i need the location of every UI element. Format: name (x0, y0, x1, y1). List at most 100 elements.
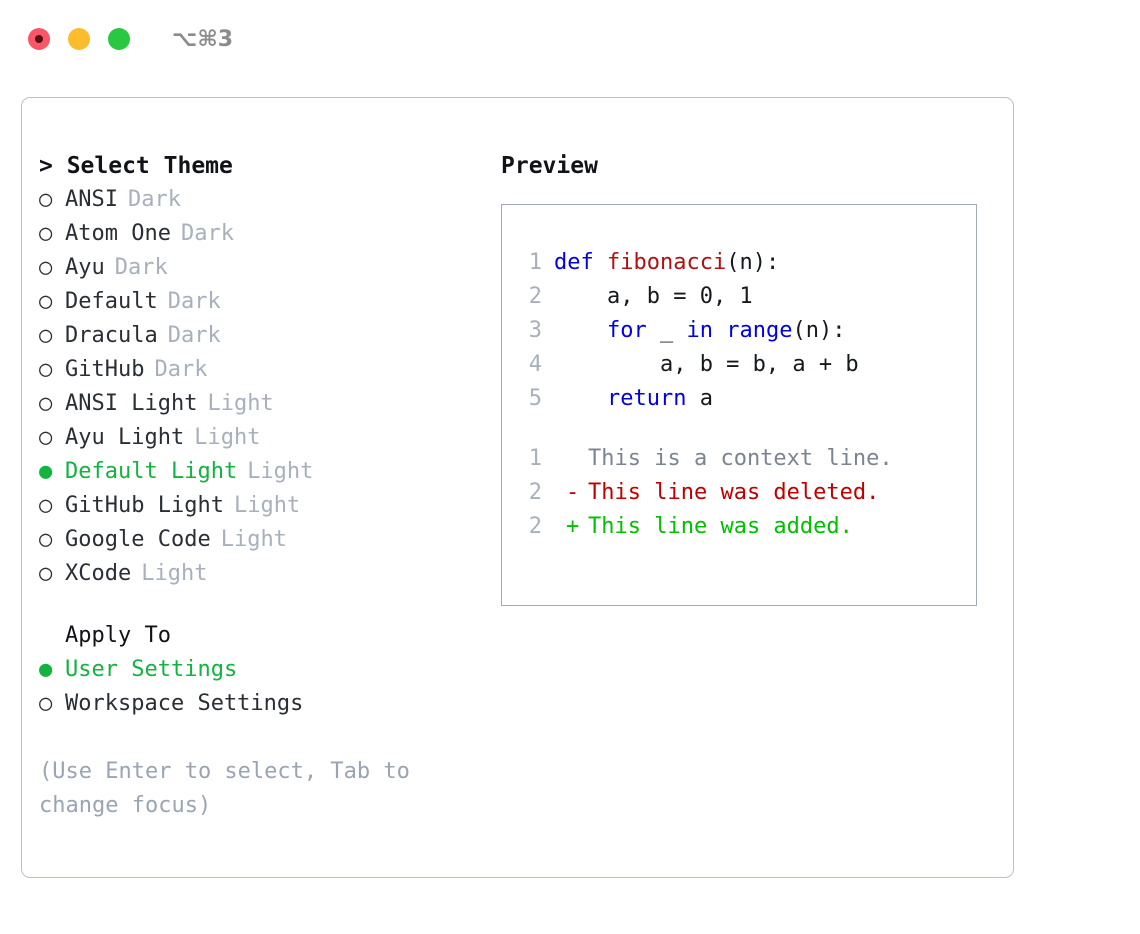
close-window-button[interactable] (28, 28, 50, 50)
code-token-plain: a, b = 0, 1 (554, 284, 753, 309)
code-line: 2 a, b = 0, 1 (514, 280, 970, 314)
diff-sign-marker (566, 442, 588, 476)
theme-option-label: ANSI (65, 187, 118, 212)
radio-selected-icon: ● (39, 459, 53, 484)
code-line-text: a, b = 0, 1 (554, 280, 753, 314)
radio-unselected-icon: ○ (39, 221, 53, 246)
radio-unselected-icon: ○ (39, 561, 53, 586)
theme-option-xcode[interactable]: ○ XCode Light (39, 557, 479, 591)
theme-option-mode-tag: Dark (167, 323, 221, 348)
theme-option-mode-tag: Light (233, 493, 301, 518)
code-line-number: 5 (528, 386, 542, 411)
code-token-plain (713, 318, 726, 343)
radio-unselected-icon: ○ (39, 357, 53, 382)
diff-line-text: This is a context line. (588, 446, 893, 471)
code-token-plain: (n): (726, 250, 780, 275)
radio-unselected-icon: ○ (39, 691, 53, 716)
theme-option-mode-tag: Light (207, 391, 274, 416)
diff-line-number: 2 (528, 514, 542, 539)
code-token-plain: (n): (792, 318, 846, 343)
theme-option-label: Atom One (65, 221, 171, 246)
theme-option-label: Ayu (65, 255, 105, 280)
diff-line-del: 2-This line was deleted. (514, 476, 970, 510)
apply-to-option-label: User Settings (65, 657, 238, 682)
theme-option-label: Default (65, 289, 158, 314)
record-dot-icon (35, 35, 43, 43)
theme-option-label: GitHub (65, 357, 145, 382)
code-token-fn: fibonacci (606, 250, 727, 275)
theme-option-label: XCode (65, 561, 132, 586)
theme-option-label: Default Light (65, 459, 238, 484)
code-line-text: def fibonacci(n): (554, 246, 779, 280)
apply-to-option-workspace-settings[interactable]: ○Workspace Settings (39, 687, 479, 721)
radio-unselected-icon: ○ (39, 187, 53, 212)
diff-line-text: This line was deleted. (588, 480, 880, 505)
diff-sign-marker: + (566, 514, 580, 539)
diff-line-text: This line was added. (588, 514, 853, 539)
code-token-kw: in (686, 318, 713, 343)
code-line-number: 1 (528, 250, 542, 275)
code-token-plain: a (686, 386, 713, 411)
theme-option-label: ANSI Light (65, 391, 198, 416)
theme-option-label: GitHub Light (65, 493, 224, 518)
radio-unselected-icon: ○ (39, 391, 53, 416)
theme-option-mode-tag: Light (194, 425, 261, 450)
preview-heading: Preview (501, 153, 598, 179)
theme-option-mode-tag: Light (220, 527, 287, 552)
minimize-window-button[interactable] (68, 28, 90, 50)
theme-option-ansi-light[interactable]: ○ ANSI Light Light (39, 387, 479, 421)
theme-option-atom-one[interactable]: ○ Atom One Dark (39, 217, 479, 251)
theme-option-ayu[interactable]: ○ Ayu Dark (39, 251, 479, 285)
code-line-number: 3 (528, 318, 542, 343)
apply-to-options-list: ● User Settings ○Workspace Settings (39, 653, 479, 721)
maximize-window-button[interactable] (108, 28, 130, 50)
code-line-text: for _ in range(n): (554, 314, 845, 348)
radio-unselected-icon: ○ (39, 289, 53, 314)
radio-unselected-icon: ○ (39, 425, 53, 450)
theme-option-mode-tag: Light (247, 459, 314, 484)
keyboard-shortcut-label: ⌥⌘3 (172, 26, 234, 52)
theme-option-mode-tag: Dark (114, 255, 168, 280)
code-line: 3 for _ in range(n): (514, 314, 970, 348)
radio-unselected-icon: ○ (39, 527, 53, 552)
diff-line-add: 2 + This line was added. (514, 510, 970, 544)
code-line-number: 4 (528, 352, 542, 377)
theme-option-mode-tag: Light (141, 561, 208, 586)
code-token-plain (554, 318, 607, 343)
help-hint-text: (Use Enter to select, Tab to change focu… (39, 759, 424, 818)
theme-option-mode-tag: Dark (180, 221, 234, 246)
radio-unselected-icon: ○ (39, 255, 53, 280)
traffic-light-group (28, 28, 130, 50)
code-line: 1 def fibonacci(n): (514, 246, 970, 280)
code-line-text: return a (554, 382, 713, 416)
diff-sign-marker: - (566, 480, 580, 505)
radio-unselected-icon: ○ (39, 323, 53, 348)
diff-line-number: 1 (528, 446, 542, 471)
theme-option-default-light[interactable]: ● Default Light Light (39, 455, 479, 489)
code-line: 4 a, b = b, a + b (514, 348, 970, 382)
code-token-kw: return (606, 386, 687, 411)
code-token-plain: _ (646, 318, 687, 343)
diff-line-number: 2 (528, 480, 542, 505)
select-theme-heading: > Select Theme (39, 153, 233, 179)
code-token-kw: def (554, 250, 607, 275)
code-line-text: a, b = b, a + b (554, 348, 859, 382)
code-line: 5 return a (514, 382, 970, 416)
code-token-kw: for (606, 318, 647, 343)
radio-unselected-icon: ○ (39, 493, 53, 518)
apply-to-option-user-settings[interactable]: ● User Settings (39, 653, 479, 687)
code-line-number: 2 (528, 284, 542, 309)
radio-selected-icon: ● (39, 657, 53, 682)
theme-option-github-light[interactable]: ○ GitHub Light Light (39, 489, 479, 523)
